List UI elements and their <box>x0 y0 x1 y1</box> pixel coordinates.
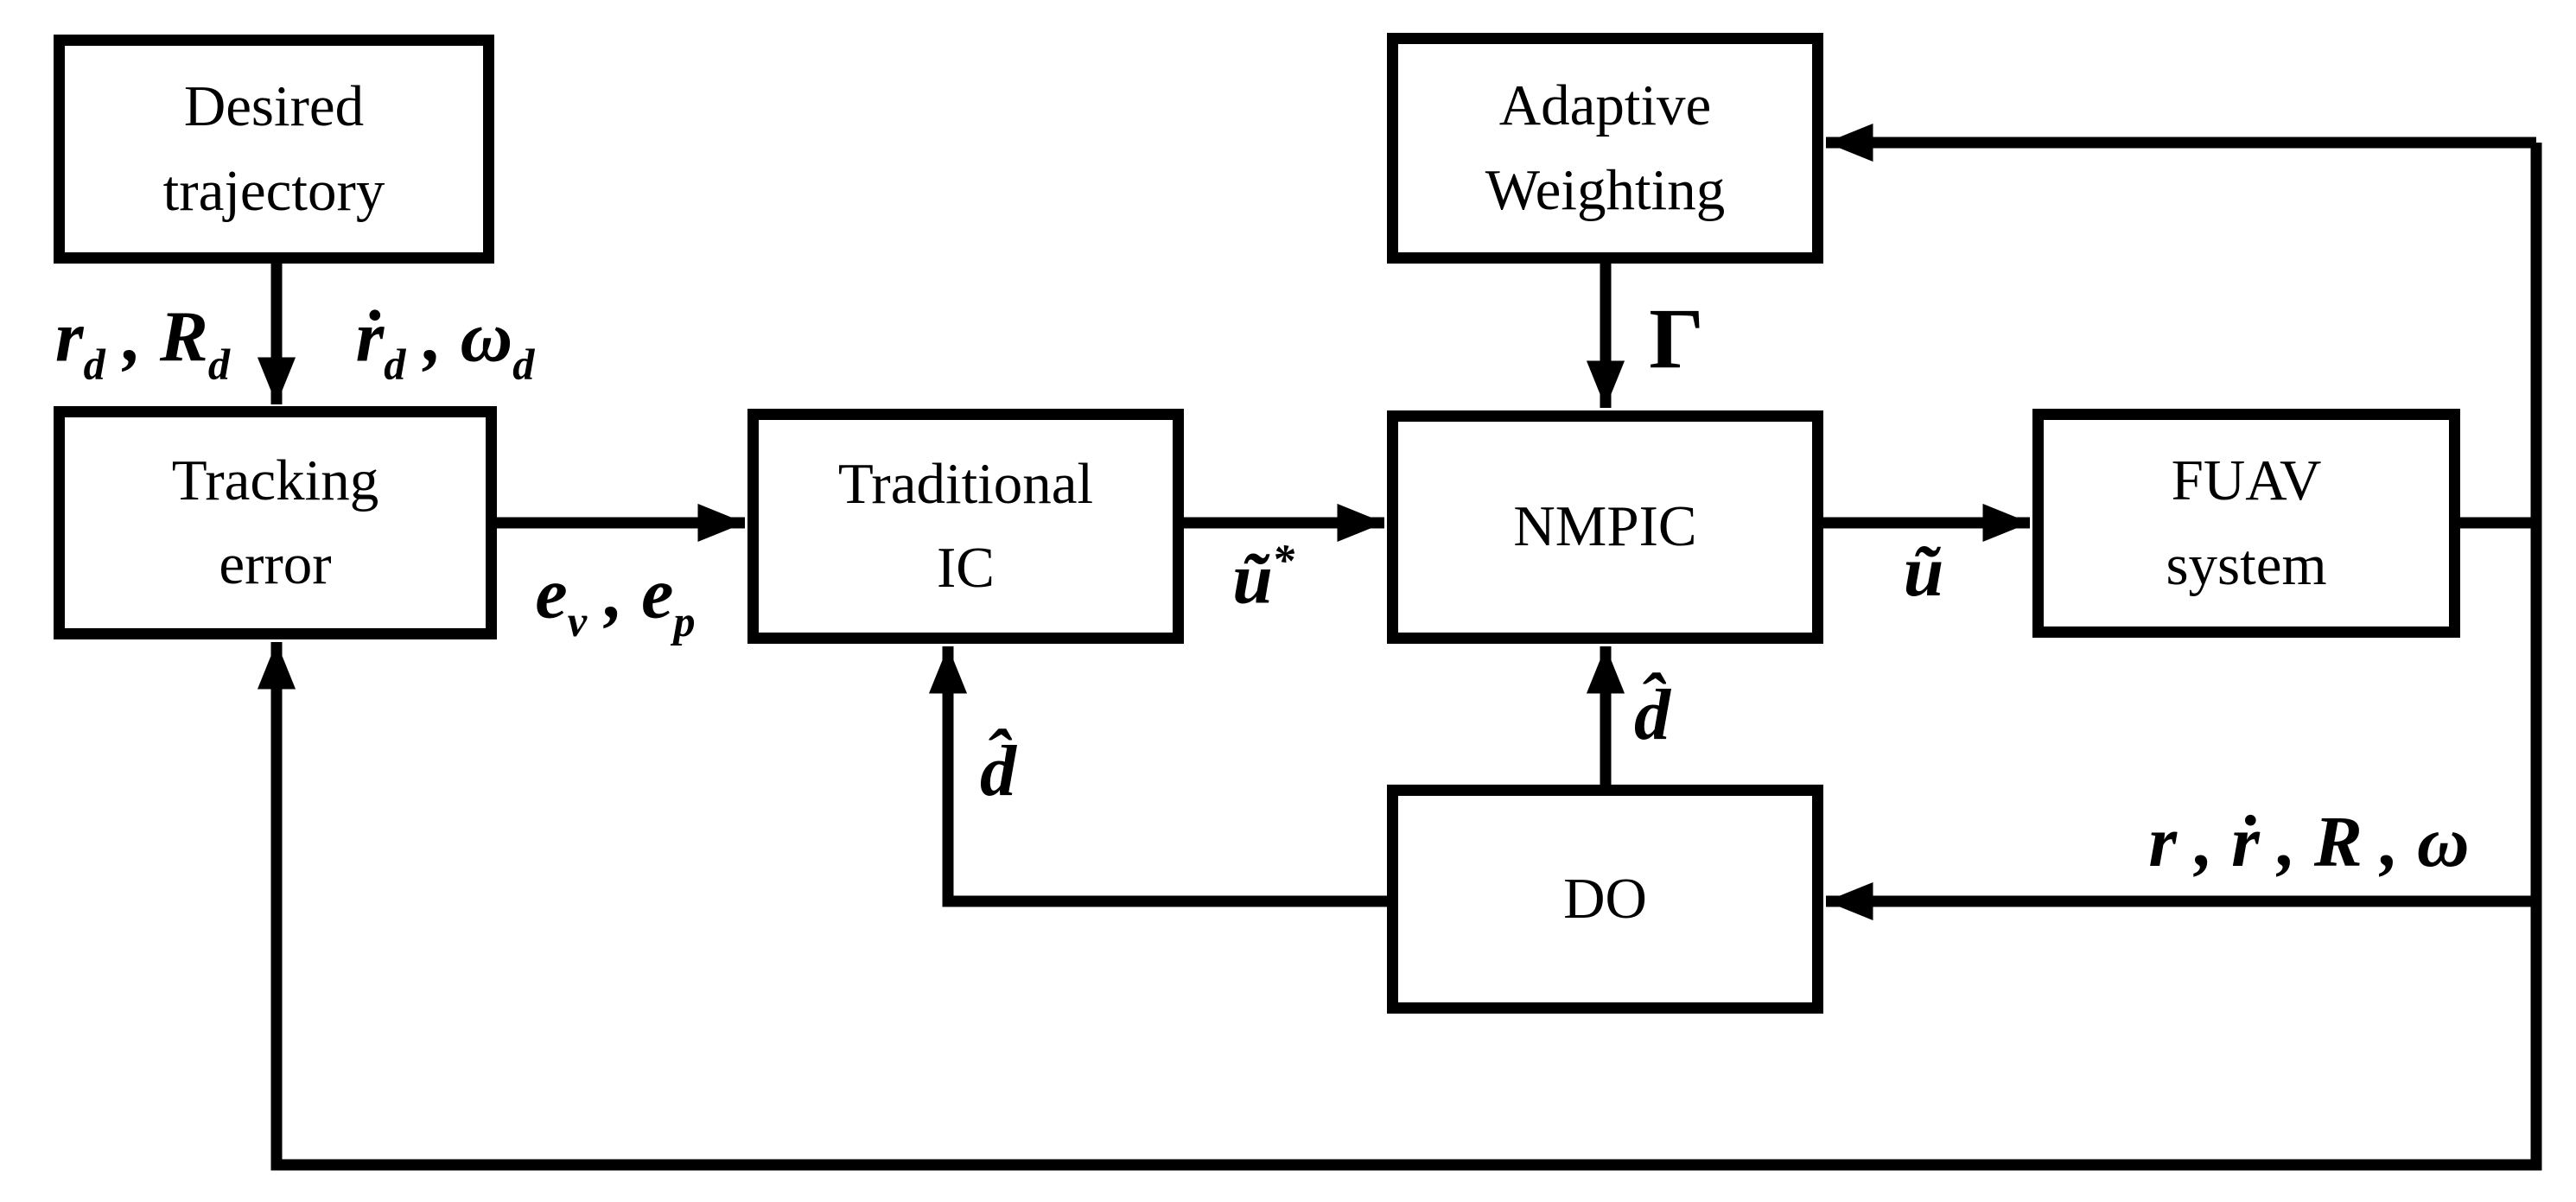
edge-trunk-feedback <box>257 143 2542 1171</box>
signal-label-u-star: ũ* <box>1232 536 1294 620</box>
block-fuav-system: FUAV system <box>2032 409 2460 638</box>
signal-label-d-hat-ic: d̂ <box>980 731 1016 811</box>
block-tracking-error: Tracking error <box>54 406 497 639</box>
signal-label-u-tilde: ũ <box>1903 531 1944 612</box>
signal-label-rd-Rd: rd , Rd <box>54 296 231 389</box>
block-nmpic: NMPIC <box>1387 410 1823 644</box>
signal-label-d-hat-nmpic: d̂ <box>1634 675 1670 755</box>
block-adaptive-weighting: Adaptive Weighting <box>1387 33 1823 264</box>
signal-label-ev-ep: ev , ep <box>535 553 696 646</box>
block-traditional-ic: Traditional IC <box>747 409 1184 644</box>
signal-label-state: r , ṙ , R , ω <box>2148 802 2470 882</box>
signal-label-gamma: Γ <box>1649 290 1704 386</box>
signal-label-rdotd-omegad: ṙd , ωd <box>355 296 535 389</box>
block-do: DO <box>1387 785 1823 1014</box>
block-desired-trajectory: Desired trajectory <box>54 35 494 264</box>
edge-do-to-ic <box>928 646 1387 907</box>
